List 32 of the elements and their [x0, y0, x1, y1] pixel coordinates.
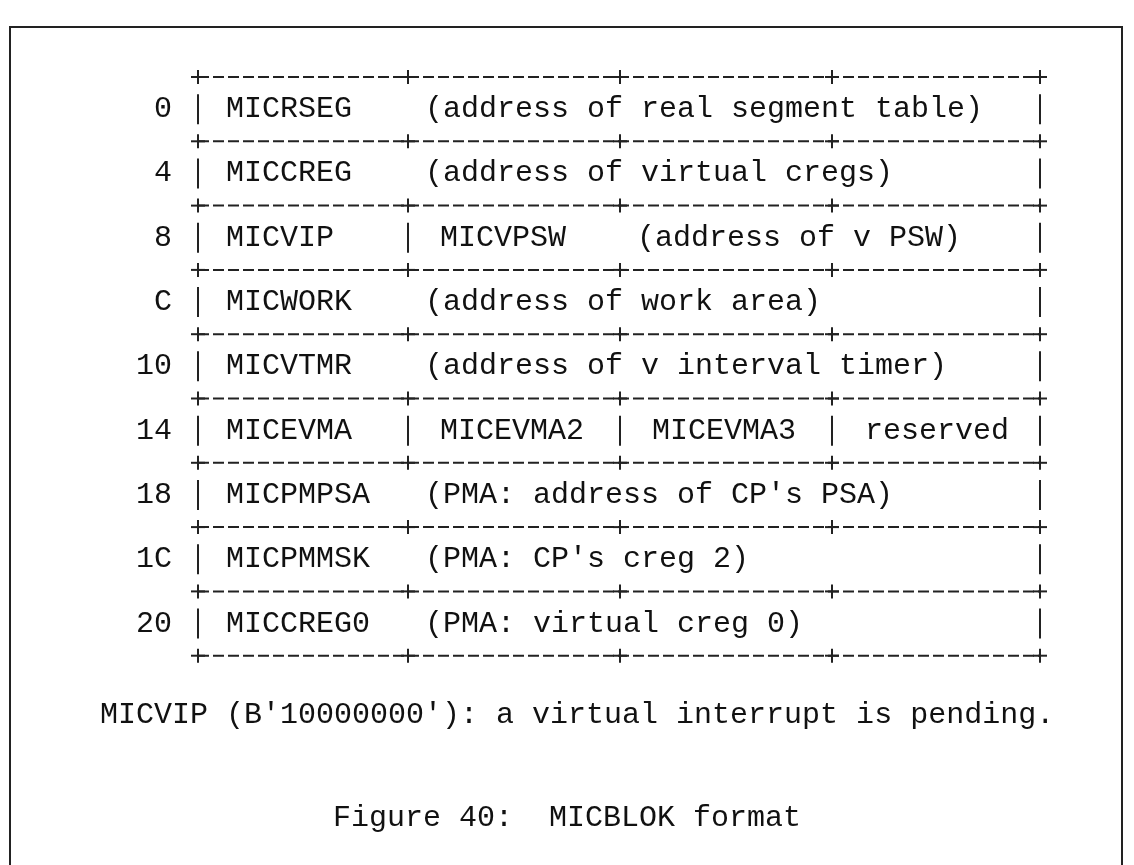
- field-description: (address of real segment table): [425, 92, 984, 127]
- note-text: MICVIP (B'10000000'): a virtual interrupt is pending.: [100, 698, 1055, 732]
- field-name: MICEVMA2: [440, 413, 585, 448]
- figure-caption: Figure 40: MICBLOK format: [331, 801, 803, 835]
- field-name: MICPMPSA: [226, 477, 371, 512]
- field-description: (address of work area): [425, 285, 822, 320]
- field-name: MICVIP: [226, 220, 335, 255]
- field-name: MICEVMA3: [652, 413, 797, 448]
- field-description: (address of v PSW): [637, 220, 962, 255]
- field-name: MICPMMSK: [226, 542, 371, 577]
- field-description: (PMA: address of CP's PSA): [425, 477, 894, 512]
- field-description: (address of v interval timer): [425, 349, 948, 384]
- field-description: (address of virtual cregs): [425, 156, 894, 191]
- offset-label: 0: [154, 92, 172, 127]
- field-name: MICWORK: [226, 285, 353, 320]
- field-name: MICCREG0: [226, 606, 371, 641]
- field-description: (PMA: virtual creg 0): [425, 606, 804, 641]
- field-name: MICVPSW: [440, 220, 567, 255]
- offset-label: 1C: [136, 542, 172, 577]
- offset-label: 18: [136, 477, 172, 512]
- offset-label: C: [154, 285, 172, 320]
- offset-label: 4: [154, 156, 172, 191]
- field-name: MICCREG: [226, 156, 353, 191]
- field-name: reserved: [865, 413, 1010, 448]
- offset-label: 20: [136, 606, 172, 641]
- field-name: MICVTMR: [226, 349, 353, 384]
- offset-label: 10: [136, 349, 172, 384]
- field-description: (PMA: CP's creg 2): [425, 542, 750, 577]
- offset-label: 8: [154, 220, 172, 255]
- field-name: MICRSEG: [226, 92, 353, 127]
- field-name: MICEVMA: [226, 413, 353, 448]
- offset-label: 14: [136, 413, 172, 448]
